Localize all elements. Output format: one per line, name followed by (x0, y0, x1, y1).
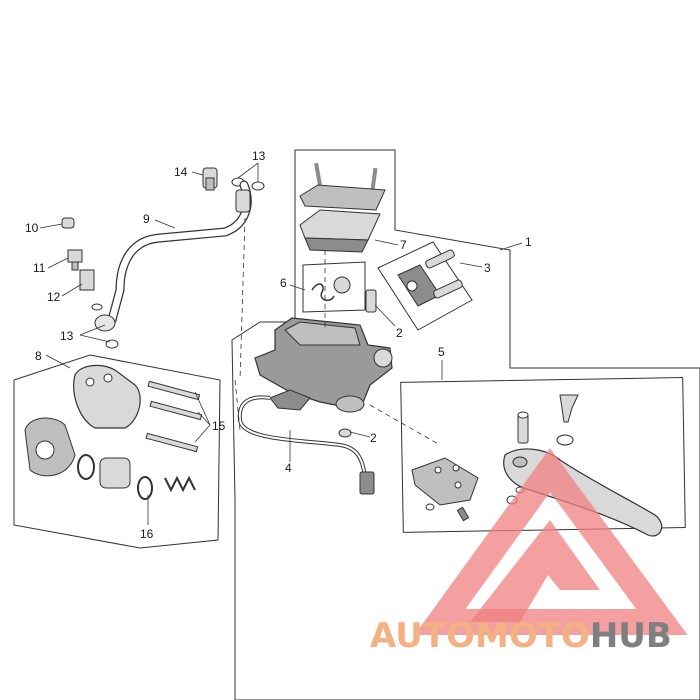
group-3-outline (377, 241, 473, 331)
master-cylinder-body-part (254, 317, 393, 413)
callout-6: 6 (280, 276, 287, 290)
bleed-valve-part (61, 217, 119, 349)
watermark-moto-text: MOTO (475, 616, 590, 656)
callout-15: 15 (212, 419, 226, 433)
callout-13-top: 13 (252, 149, 266, 163)
callout-1: 1 (525, 235, 532, 249)
watermark-auto-text: AUTO (370, 616, 475, 656)
screw-part (365, 289, 377, 313)
automotohub-watermark-logo: AUTOMOTOHUB (370, 447, 688, 656)
spring-clip-part (311, 276, 351, 302)
clutch-hose-part (94, 180, 252, 332)
group-8-outline (13, 354, 221, 549)
callout-2-upper: 2 (396, 326, 403, 340)
piston-seal-kit-part (77, 454, 196, 500)
group-1-outline (231, 149, 700, 700)
callout-4: 4 (285, 461, 292, 475)
handlebar-clamp-part (397, 249, 463, 307)
callout-7: 7 (400, 238, 407, 252)
callout-2-lower: 2 (370, 431, 377, 445)
callout-10: 10 (25, 221, 39, 235)
callout-8: 8 (35, 349, 42, 363)
slave-cylinder-part (24, 364, 141, 477)
callout-3: 3 (484, 261, 491, 275)
callout-11: 11 (33, 261, 46, 275)
alignment-lines (234, 217, 441, 446)
leader-lines (39, 162, 523, 525)
slave-cylinder-bolts-part (145, 380, 203, 453)
callout-16: 16 (140, 527, 154, 541)
washer-part (338, 428, 352, 438)
callout-13-left: 13 (60, 329, 74, 343)
callout-5: 5 (438, 345, 445, 359)
watermark-hub-text: HUB (590, 616, 672, 656)
callout-12: 12 (47, 290, 61, 304)
group-6-outline (302, 261, 366, 313)
callout-9: 9 (143, 212, 150, 226)
callout-14: 14 (174, 165, 188, 179)
svg-text:AUTOMOTOHUB: AUTOMOTOHUB (370, 616, 672, 656)
clutch-switch-cable-part (237, 389, 375, 495)
clutch-lever-part (411, 394, 663, 537)
reservoir-cap-part (299, 162, 386, 253)
banjo-bolt-part (202, 167, 218, 191)
